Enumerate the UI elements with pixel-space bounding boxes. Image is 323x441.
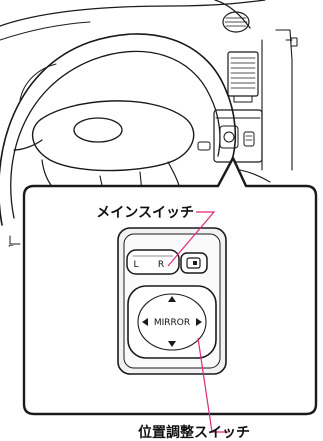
main-switch-left-label: L [133, 260, 138, 270]
main-switch-label: メインスイッチ [96, 205, 194, 221]
center-vent [227, 51, 259, 97]
main-switch-leader-line [167, 211, 216, 267]
mirror-switch-panel: L R MIRROR [117, 227, 227, 375]
main-switch-right-label: R [158, 260, 164, 270]
switch-cluster-small [213, 109, 263, 163]
mirror-fold-button[interactable] [180, 252, 208, 274]
steering-wheel-rim [0, 33, 237, 226]
round-vent [222, 11, 250, 33]
arrow-right-icon [196, 318, 202, 326]
mirror-label: MIRROR [154, 318, 190, 328]
adjust-switch-label: 位置調整スイッチ [138, 424, 250, 441]
zoom-callout: L R MIRROR メインスイ [22, 156, 318, 433]
svg-text:⌐: ⌐ [8, 242, 14, 250]
arrow-up-icon [168, 296, 176, 302]
fold-indicator-icon [193, 261, 197, 265]
horn-emblem [73, 117, 123, 143]
main-switch[interactable]: L R [126, 249, 180, 275]
arrow-down-icon [168, 341, 176, 347]
arrow-left-icon [142, 318, 148, 326]
steering-wheel-hub [31, 100, 195, 172]
position-adjust-switch[interactable]: MIRROR [127, 285, 217, 359]
center-console [197, 0, 298, 201]
adjust-switch-leader-line [197, 337, 228, 433]
